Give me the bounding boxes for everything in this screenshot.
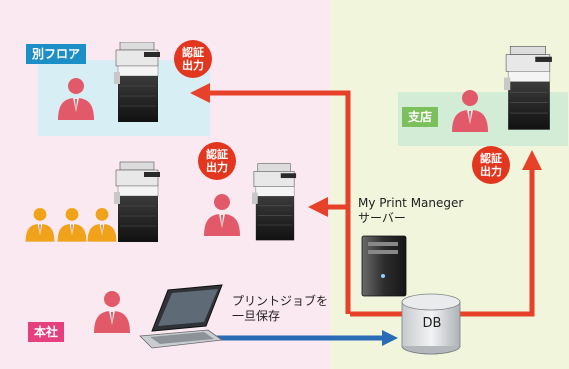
branch-tag: 支店 (402, 107, 439, 127)
database-cylinder (401, 293, 461, 355)
job-store-line-1: プリントジョブを (232, 294, 329, 308)
floor-printer (114, 42, 161, 122)
job-store-flow (214, 330, 398, 346)
head-office-tag: 本社 (28, 322, 65, 342)
badge-line-2: 出力 (206, 161, 228, 174)
db-label: DB (422, 316, 442, 331)
pc-user (94, 291, 130, 333)
server-type: サーバー (358, 211, 406, 225)
auth-output-badge-branch: 認証 出力 (472, 146, 510, 184)
floor-user (58, 78, 94, 120)
server-tower (361, 235, 407, 297)
server-label: My Print Maneger サーバー (358, 196, 463, 226)
branch-printer (504, 46, 553, 130)
badge-line-2: 出力 (182, 59, 204, 72)
group-user-3 (87, 208, 117, 242)
branch-user (452, 90, 488, 132)
separate-floor-tag: 別フロア (26, 44, 87, 64)
laptop (139, 284, 224, 349)
badge-line-2: 出力 (480, 165, 502, 178)
hq-printer-left (114, 161, 161, 243)
job-store-label: プリントジョブを 一旦保存 (232, 294, 328, 324)
auth-output-badge-floor: 認証 出力 (174, 40, 212, 78)
auth-output-badge-hq: 認証 出力 (198, 142, 236, 180)
badge-line-1: 認証 (206, 148, 228, 161)
group-user-1 (25, 208, 55, 242)
hq-user (204, 194, 240, 236)
group-user-2 (57, 208, 87, 242)
badge-line-1: 認証 (182, 46, 204, 59)
server-name: My Print Maneger (358, 196, 464, 210)
badge-line-1: 認証 (480, 152, 502, 165)
job-store-line-2: 一旦保存 (232, 309, 281, 323)
hq-printer-right (252, 163, 297, 241)
